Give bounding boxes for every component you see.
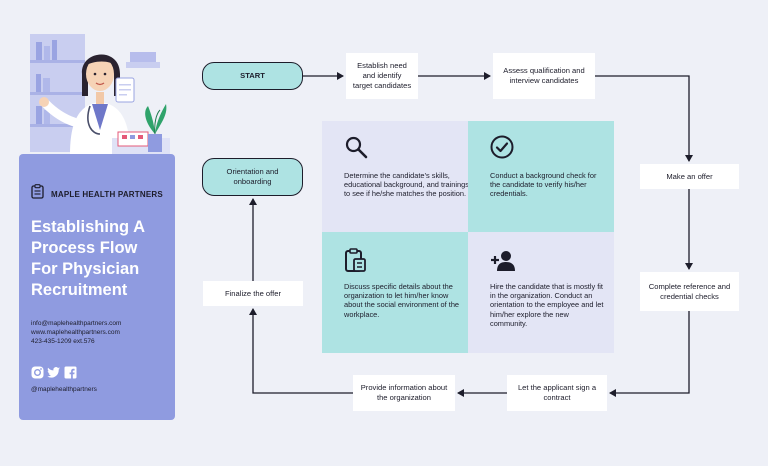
start-label: START xyxy=(240,71,265,80)
add-user-icon xyxy=(490,250,516,277)
cell-text: Discuss specific details about the organ… xyxy=(344,282,460,319)
contact-info: info@maplehealthpartners.com www.maplehe… xyxy=(31,319,121,346)
cell-text: Hire the candidate that is mostly fit in… xyxy=(490,282,604,328)
title-line: Recruitment xyxy=(31,281,128,299)
title-line: Establishing A xyxy=(31,218,145,236)
social-links xyxy=(31,366,77,384)
email-text: info@maplehealthpartners.com xyxy=(31,320,122,327)
step-label: Finalize the offer xyxy=(224,288,281,298)
title-line: For Physician xyxy=(31,260,140,278)
end-node: Orientation and onboarding xyxy=(202,158,303,196)
social-handle: @maplehealthpartners xyxy=(31,386,97,393)
step-establish-need: Establish need and identify target candi… xyxy=(346,53,418,99)
start-node: START xyxy=(202,62,303,90)
step-label: Complete reference and credential checks xyxy=(648,281,731,301)
facebook-icon[interactable] xyxy=(64,366,77,384)
title-line: Process Flow xyxy=(31,239,138,257)
twitter-icon[interactable] xyxy=(47,366,61,384)
grid-cell-1: Determine the candidate’s skills, educat… xyxy=(322,121,469,232)
website-text: www.maplehealthpartners.com xyxy=(31,329,120,336)
check-circle-icon xyxy=(490,135,514,164)
step-sign-contract: Let the applicant sign a contract xyxy=(507,375,607,411)
cell-text: Conduct a background check for the candi… xyxy=(490,171,597,199)
step-make-offer: Make an offer xyxy=(640,164,739,189)
step-label: Assess qualification and interview candi… xyxy=(503,66,585,85)
step-label: Make an offer xyxy=(666,171,713,181)
sidebar-panel: MAPLE HEALTH PARTNERS Establishing A Pro… xyxy=(19,154,175,420)
brand-name: MAPLE HEALTH PARTNERS xyxy=(51,189,163,199)
arrow-step2-to-step3 xyxy=(595,75,693,162)
step-provide-information: Provide information about the organizati… xyxy=(353,375,455,411)
arrow-step4-to-step5 xyxy=(609,311,690,397)
step-assess-qualification: Assess qualification and interview candi… xyxy=(493,53,595,99)
grid-cell-2: Conduct a background check for the candi… xyxy=(468,121,614,232)
step-label: Let the applicant sign a contract xyxy=(517,383,597,402)
search-icon xyxy=(344,135,368,164)
step-finalize-offer: Finalize the offer xyxy=(203,281,303,306)
clipboard-icon xyxy=(344,248,368,279)
cell-text: Determine the candidate’s skills, educat… xyxy=(344,171,469,199)
clipboard-logo-icon xyxy=(31,184,44,204)
doctor-illustration xyxy=(22,34,172,156)
phone-text: 423-435-1209 ext.576 xyxy=(31,338,95,345)
instagram-icon[interactable] xyxy=(31,366,44,384)
step-reference-checks: Complete reference and credential checks xyxy=(640,272,739,311)
arrow-step6-to-step7 xyxy=(249,308,353,394)
step-label: Establish need and identify target candi… xyxy=(352,61,412,90)
page-title: Establishing A Process Flow For Physicia… xyxy=(31,217,171,301)
brand: MAPLE HEALTH PARTNERS xyxy=(31,184,163,204)
grid-cell-3: Discuss specific details about the organ… xyxy=(322,232,468,353)
end-label: Orientation and onboarding xyxy=(226,167,279,186)
grid-cell-4: Hire the candidate that is mostly fit in… xyxy=(468,232,614,353)
step-label: Provide information about the organizati… xyxy=(360,383,448,402)
